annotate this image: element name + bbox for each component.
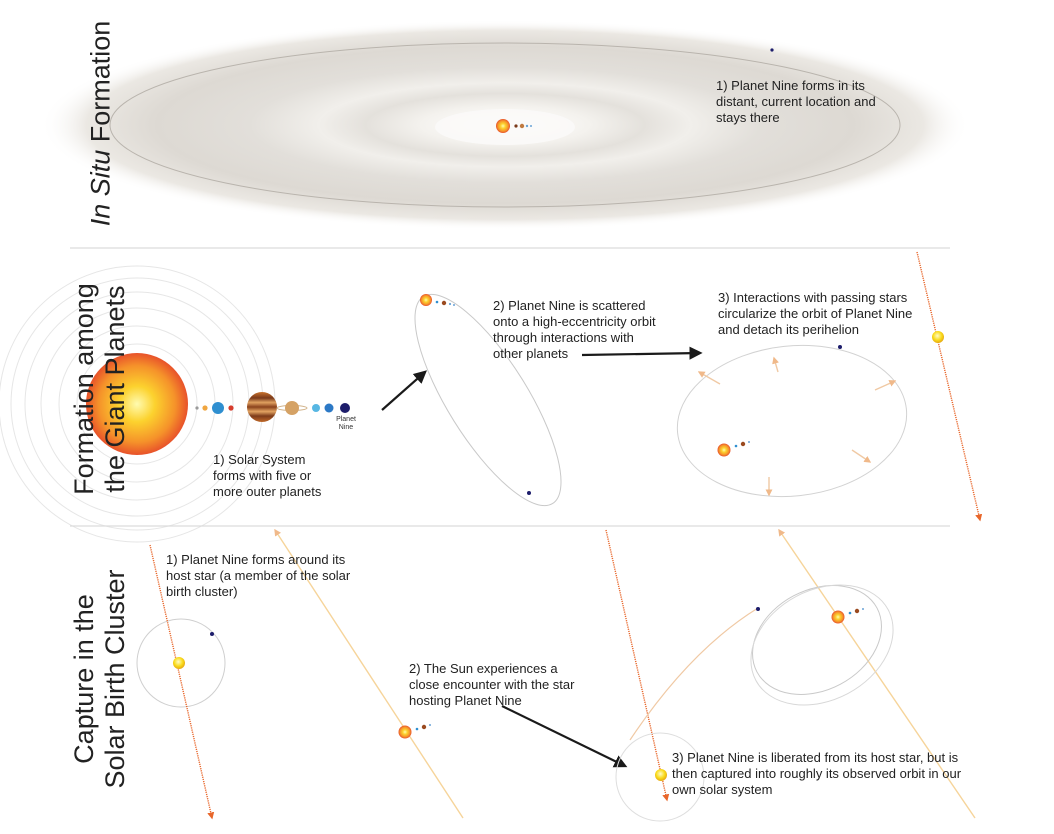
- saturn-icon: [285, 401, 299, 415]
- inner-planet: [735, 445, 738, 448]
- planet-nine-icon: [756, 607, 760, 611]
- sun-icon: [420, 294, 432, 306]
- passing-star-trail: [917, 252, 980, 520]
- jupiter-icon: [247, 392, 277, 422]
- uranus-icon: [312, 404, 320, 412]
- planet-nine-label: Planet Nine: [331, 416, 361, 432]
- inner-planet: [416, 728, 419, 731]
- inner-planet: [520, 124, 524, 128]
- host-star-trail: [606, 530, 667, 800]
- arrow-icon: [502, 706, 625, 766]
- section-title-giant-planets: Formation among the Giant Planets: [69, 259, 131, 519]
- inner-planet: [422, 725, 426, 729]
- inner-planet: [530, 125, 532, 127]
- planet-nine-icon: [770, 48, 773, 51]
- caption-giant-1: 1) Solar System forms with five or more …: [213, 452, 331, 500]
- title-line-2: Solar Birth Cluster: [100, 549, 131, 809]
- planet-nine-icon: [210, 632, 214, 636]
- inner-planet: [195, 406, 198, 409]
- inner-planet: [849, 612, 852, 615]
- circularized-orbit: [670, 334, 914, 507]
- title-line-1: Capture in the: [69, 549, 100, 809]
- section-title-in-situ: In Situ Formation: [86, 9, 117, 239]
- title-italic: In Situ: [86, 150, 116, 227]
- inner-planet: [429, 724, 431, 726]
- captured-orbit: [730, 561, 914, 729]
- caption-cluster-2: 2) The Sun experiences a close encounter…: [409, 661, 577, 709]
- sun-icon: [832, 611, 845, 624]
- caption-giant-3: 3) Interactions with passing stars circu…: [718, 290, 918, 338]
- captured-orbit: [733, 564, 900, 716]
- inner-planet: [449, 303, 451, 305]
- inner-planet: [748, 441, 750, 443]
- host-star-icon: [655, 769, 667, 781]
- inner-planet: [453, 304, 455, 306]
- host-star-icon: [173, 657, 185, 669]
- sun-icon: [496, 119, 510, 133]
- sun-icon: [718, 444, 731, 457]
- inner-planet: [442, 301, 446, 305]
- planet-nine-icon: [340, 403, 350, 413]
- planet-nine-icon: [838, 345, 842, 349]
- caption-giant-2: 2) Planet Nine is scattered onto a high-…: [493, 298, 658, 362]
- title-line-2: the Giant Planets: [100, 259, 131, 519]
- section-title-birth-cluster: Capture in the Solar Birth Cluster: [69, 549, 131, 809]
- caption-in-situ-1: 1) Planet Nine forms in its distant, cur…: [716, 78, 888, 126]
- host-star-icon: [932, 331, 944, 343]
- mars-icon: [228, 405, 233, 410]
- inner-planet: [741, 442, 745, 446]
- inner-planet: [514, 124, 517, 127]
- inner-planet: [436, 301, 439, 304]
- inner-planet: [855, 609, 859, 613]
- title-rest: Formation: [86, 21, 116, 150]
- neptune-icon: [325, 404, 334, 413]
- caption-cluster-3: 3) Planet Nine is liberated from its hos…: [672, 750, 972, 798]
- inner-planet: [862, 608, 864, 610]
- planet-nine-escape-path: [630, 608, 758, 740]
- title-line-1: Formation among: [69, 259, 100, 519]
- planet-nine-icon: [527, 491, 531, 495]
- sun-icon: [399, 726, 412, 739]
- inner-planet: [526, 125, 528, 127]
- caption-cluster-1: 1) Planet Nine forms around its host sta…: [166, 552, 356, 600]
- inner-planet: [202, 405, 207, 410]
- arrow-icon: [382, 372, 425, 410]
- earth-icon: [212, 402, 224, 414]
